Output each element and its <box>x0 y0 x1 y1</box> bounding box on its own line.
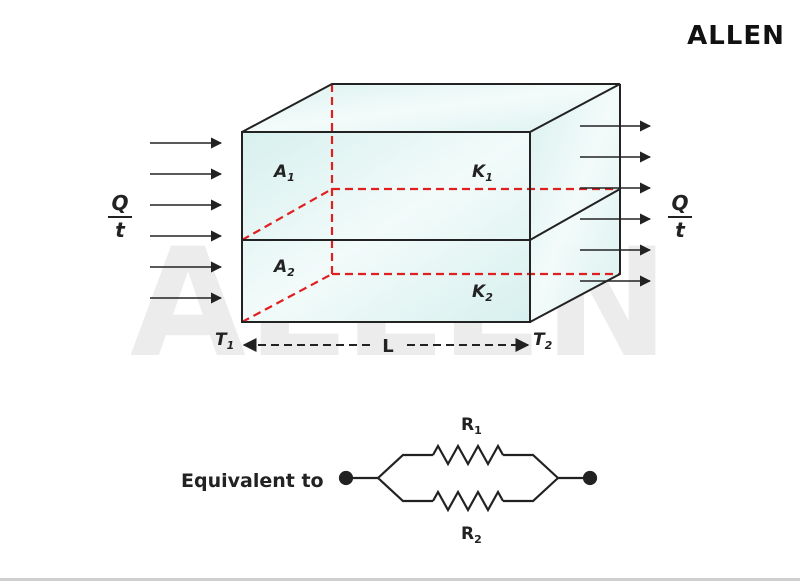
branch-bottom-right <box>503 477 559 503</box>
temperature-right: T2 <box>533 330 553 352</box>
outgoing-heat-arrows <box>580 120 652 287</box>
heat-rate-numerator: Q <box>111 191 128 215</box>
slab-front-face <box>242 132 530 322</box>
hidden-edge-bottom-left <box>241 273 333 323</box>
heat-rate-label-left: Q t <box>108 191 132 242</box>
heat-rate-denominator: t <box>675 218 686 242</box>
resistor-top-label: R1 <box>461 415 482 437</box>
area-label-lower: A2 <box>272 257 295 279</box>
resistor-top <box>432 443 504 467</box>
top-back-outline <box>241 83 621 133</box>
conductivity-label-upper: K1 <box>472 162 493 184</box>
front-face-outline <box>241 131 531 323</box>
branch-top-right <box>503 453 559 479</box>
area-label-upper: A1 <box>272 162 295 184</box>
layer-divider-right <box>529 188 621 241</box>
incoming-heat-arrows <box>150 137 223 304</box>
length-label: L <box>382 336 393 357</box>
parallel-resistor-circuit <box>338 443 598 513</box>
right-face-outline <box>529 84 621 323</box>
branch-bottom-left <box>377 477 433 503</box>
visible-edges <box>241 83 621 323</box>
temperature-left: T1 <box>215 330 234 352</box>
heat-rate-numerator: Q <box>671 191 688 215</box>
resistor-bottom <box>432 489 504 513</box>
hidden-edges <box>241 84 620 323</box>
equivalent-caption: Equivalent to <box>181 470 324 492</box>
conductivity-label-lower: K2 <box>472 282 493 304</box>
composite-slab <box>241 83 621 323</box>
heat-rate-denominator: t <box>115 218 126 242</box>
branch-top-left <box>377 453 433 479</box>
heat-rate-label-right: Q t <box>668 191 692 242</box>
resistor-bottom-label: R2 <box>461 524 482 546</box>
bottom-rule <box>0 578 800 581</box>
slab-right-face <box>530 84 620 322</box>
hidden-edge-mid-left <box>241 188 333 241</box>
slab-top-face <box>242 84 620 132</box>
brand-logo: ALLEN <box>687 21 785 51</box>
